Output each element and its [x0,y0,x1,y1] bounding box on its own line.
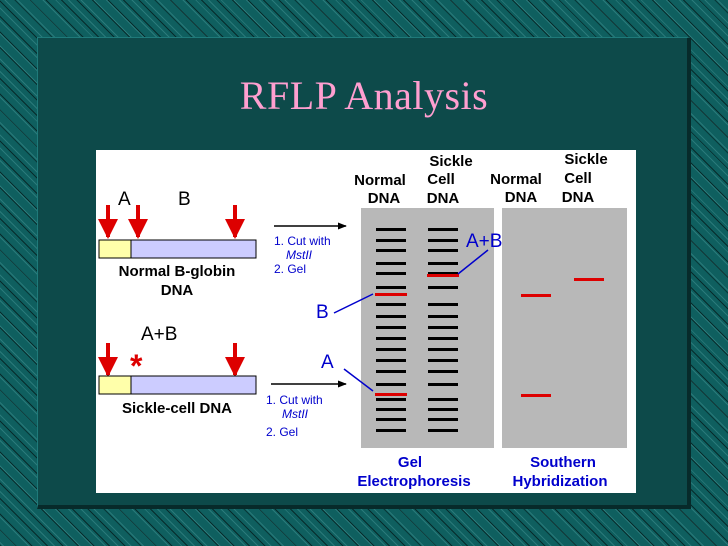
normal-lane-band [376,429,406,432]
procedure2-step2: 2. Gel [266,425,298,439]
normal-lane-band [376,337,406,340]
sickle-lane-band [428,249,458,252]
site-a-label: A [118,189,131,210]
header-sickle-southern-2: Cell [564,170,592,187]
gene-region [130,239,257,259]
pointer-b [333,293,374,314]
band-label-a: A [321,352,334,373]
pointer-a [343,368,374,392]
gel-bands [375,228,604,432]
normal-dna-label-line2: DNA [161,282,194,299]
sickle-lane-band [428,337,458,340]
normal-band-a [375,393,407,396]
rflp-diagram: A B Normal B-globin DNA 1. Cut with MstI… [96,150,636,493]
normal-lane-band [376,398,406,401]
probe-region [98,239,132,259]
southern-normal-band-b [521,294,551,297]
normal-lane-band [376,383,406,386]
normal-lane-band [376,359,406,362]
panel-label-gel-2: Electrophoresis [357,473,470,490]
sickle-dna-label: Sickle-cell DNA [122,400,232,417]
mutation-mark: * [130,348,143,384]
sickle-fragment-label: A+B [141,324,177,345]
panel-label-southern-1: Southern [530,454,596,471]
sickle-lane-band [428,315,458,318]
sickle-lane-band [428,228,458,231]
sickle-lane-band [428,272,458,275]
normal-lane-band [376,370,406,373]
panel-label-southern-2: Hybridization [512,473,607,490]
header-sickle-gel-3: DNA [427,190,460,207]
band-label-a-plus-b: A+B [466,231,502,252]
normal-lane-band [376,286,406,289]
sickle-lane-band [428,429,458,432]
sickle-band-a-plus-b [427,274,459,277]
normal-lane-band [376,262,406,265]
normal-lane-band [376,272,406,275]
normal-lane-band [376,228,406,231]
procedure2-enzyme: MstII [282,407,309,421]
pointer-a-plus-b [457,249,489,275]
sickle-lane-band [428,239,458,242]
normal-lane-band [376,239,406,242]
sickle-lane-band [428,418,458,421]
header-normal-southern-2: DNA [505,189,538,206]
sickle-lane-band [428,383,458,386]
normal-lane-band [376,348,406,351]
normal-lane-band [376,418,406,421]
slide-title: RFLP Analysis [239,73,489,118]
normal-dna-label-line1: Normal B-globin [119,263,236,280]
header-normal-gel-2: DNA [368,190,401,207]
normal-lane-band [376,249,406,252]
header-sickle-southern-1: Sickle [564,151,607,168]
sickle-lane-band [428,303,458,306]
normal-band-b [375,293,407,296]
sickle-lane-band [428,262,458,265]
normal-lane-band [376,303,406,306]
sickle-lane-band [428,286,458,289]
normal-lane-band [376,326,406,329]
sickle-lane-band [428,408,458,411]
southern-sickle-band-a-plus-b [574,278,604,281]
procedure-step2: 2. Gel [274,262,306,276]
procedure2-step1: 1. Cut with [266,393,323,407]
header-sickle-southern-3: DNA [562,189,595,206]
site-b-label: B [178,189,191,210]
band-label-b: B [316,302,329,323]
sickle-lane-band [428,398,458,401]
header-sickle-gel-2: Cell [427,171,455,188]
header-normal-southern-1: Normal [490,171,542,188]
header-normal-gel-1: Normal [354,172,406,189]
procedure-step1: 1. Cut with [274,234,331,248]
normal-lane-band [376,315,406,318]
sickle-gene-region [130,375,257,395]
panel-label-gel-1: Gel [398,454,422,471]
sickle-lane-band [428,370,458,373]
sickle-lane-band [428,326,458,329]
normal-lane-band [376,408,406,411]
procedure-enzyme: MstII [286,248,313,262]
sickle-probe-region [98,375,132,395]
southern-normal-band-a [521,394,551,397]
header-sickle-gel-1: Sickle [429,153,472,170]
southern-panel [502,208,627,448]
sickle-lane-band [428,348,458,351]
sickle-lane-band [428,359,458,362]
